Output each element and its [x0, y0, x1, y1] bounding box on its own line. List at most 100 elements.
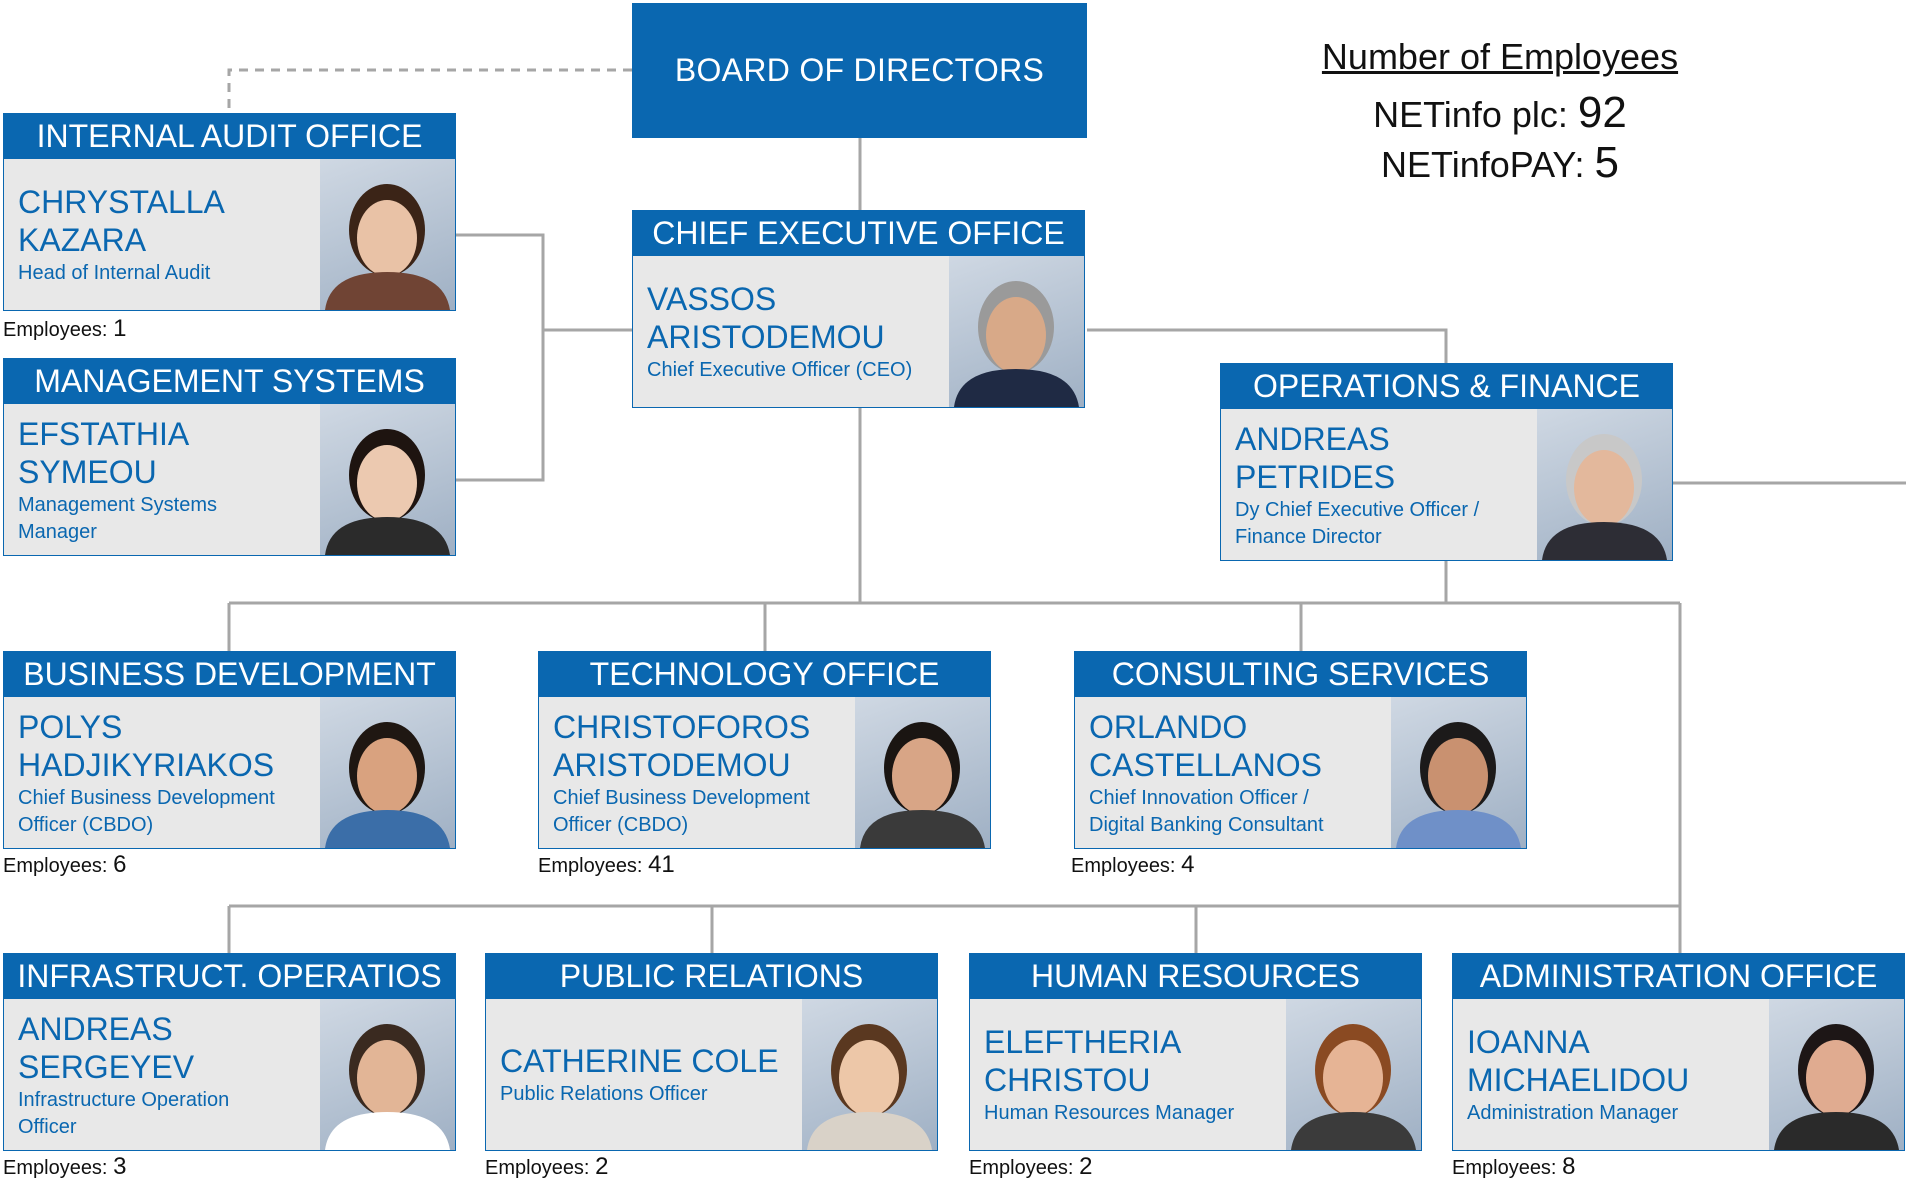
- person-name-line1: ORLANDO: [1089, 708, 1248, 745]
- department-title: MANAGEMENT SYSTEMS: [3, 358, 456, 404]
- person-role-line1: Head of Internal Audit: [18, 262, 211, 284]
- person-photo-icon: [1769, 999, 1904, 1150]
- employees-count-consult: Employees: 4: [1071, 851, 1195, 878]
- ceo-ops-link: [1087, 328, 1448, 363]
- person-role-line2: Finance Director: [1235, 525, 1382, 548]
- employees-count-pr: Employees: 2: [485, 1153, 609, 1180]
- person-photo-icon: [320, 404, 455, 555]
- person-role-line2: Manager: [18, 520, 97, 543]
- department-title: INFRASTRUCT. OPERATIOS: [3, 953, 456, 999]
- person-role-line1: Chief Business Development: [18, 786, 275, 809]
- person-role-line1: Chief Innovation Officer /: [1089, 786, 1309, 809]
- person-role-line2: Officer (CBDO): [553, 813, 689, 836]
- department-title: OPERATIONS & FINANCE: [1220, 363, 1673, 409]
- board-label: BOARD OF DIRECTORS: [674, 52, 1045, 88]
- pay-label: NETinfoPAY:: [1381, 144, 1585, 185]
- person-role-line1: Dy Chief Executive Officer /: [1235, 498, 1480, 521]
- person-photo-icon: [802, 999, 937, 1150]
- employees-count-bizdev: Employees: 6: [3, 851, 127, 878]
- person-name-line1: POLYS: [18, 708, 123, 745]
- plc-value: 92: [1577, 88, 1627, 137]
- pay-value: 5: [1594, 138, 1619, 187]
- department-title: TECHNOLOGY OFFICE: [538, 651, 991, 697]
- board-of-directors-box: BOARD OF DIRECTORS: [632, 3, 1087, 138]
- person-role-line2: Officer (CBDO): [18, 813, 154, 836]
- person-role-line2: Officer: [18, 1115, 77, 1138]
- person-name-line2: ARISTODEMOU: [553, 746, 791, 783]
- person-role-line1: Chief Business Development: [553, 786, 810, 809]
- person-name-line2: CASTELLANOS: [1089, 746, 1322, 783]
- person-name-line1: IOANNA: [1467, 1024, 1590, 1060]
- employees-count-hr: Employees: 2: [969, 1153, 1093, 1180]
- department-title: INTERNAL AUDIT OFFICE: [3, 113, 456, 159]
- department-title: HUMAN RESOURCES: [969, 953, 1422, 999]
- employees-count-audit: Employees: 1: [3, 315, 127, 342]
- person-name-line1: CHRISTOFOROS: [553, 708, 811, 745]
- person-role-line1: Chief Executive Officer (CEO): [647, 359, 913, 381]
- staff-bracket: [456, 233, 545, 482]
- department-title: ADMINISTRATION OFFICE: [1452, 953, 1905, 999]
- person-role-line1: Administration Manager: [1467, 1102, 1679, 1124]
- person-photo-icon: [320, 159, 455, 310]
- department-title: BUSINESS DEVELOPMENT: [3, 651, 456, 697]
- employees-count-tech: Employees: 41: [538, 851, 675, 878]
- employees-count-infra: Employees: 3: [3, 1153, 127, 1180]
- department-title: PUBLIC RELATIONS: [485, 953, 938, 999]
- person-name-line2: MICHAELIDOU: [1467, 1062, 1690, 1098]
- employees-count-admin: Employees: 8: [1452, 1153, 1576, 1180]
- department-title: CHIEF EXECUTIVE OFFICE: [632, 210, 1085, 256]
- netinfopay-count: NETinfoPAY: 5: [1300, 138, 1700, 188]
- department-title: CONSULTING SERVICES: [1074, 651, 1527, 697]
- person-role-line1: Human Resources Manager: [984, 1102, 1235, 1124]
- person-name-line1: CHRYSTALLA: [18, 184, 225, 220]
- person-name-line1: VASSOS: [647, 281, 777, 317]
- person-photo-icon: [949, 256, 1084, 407]
- person-photo-icon: [1391, 697, 1526, 848]
- person-name-line1: ANDREAS: [1235, 420, 1390, 457]
- person-role-line2: Digital Banking Consultant: [1089, 813, 1324, 836]
- person-name-line2: CHRISTOU: [984, 1062, 1151, 1098]
- person-name-line1: ANDREAS: [18, 1010, 173, 1047]
- person-name-line2: PETRIDES: [1235, 458, 1396, 495]
- employee-summary: Number of Employees NETinfo plc: 92 NETi…: [1300, 36, 1700, 188]
- person-role-line1: Infrastructure Operation: [18, 1088, 230, 1111]
- netinfo-plc-count: NETinfo plc: 92: [1300, 88, 1700, 138]
- person-name-line2: SYMEOU: [18, 453, 157, 490]
- person-role-line1: Management Systems: [18, 493, 217, 516]
- person-name-line2: HADJIKYRIAKOS: [18, 746, 275, 783]
- person-role-line1: Public Relations Officer: [500, 1083, 708, 1105]
- plc-label: NETinfo plc:: [1373, 94, 1568, 135]
